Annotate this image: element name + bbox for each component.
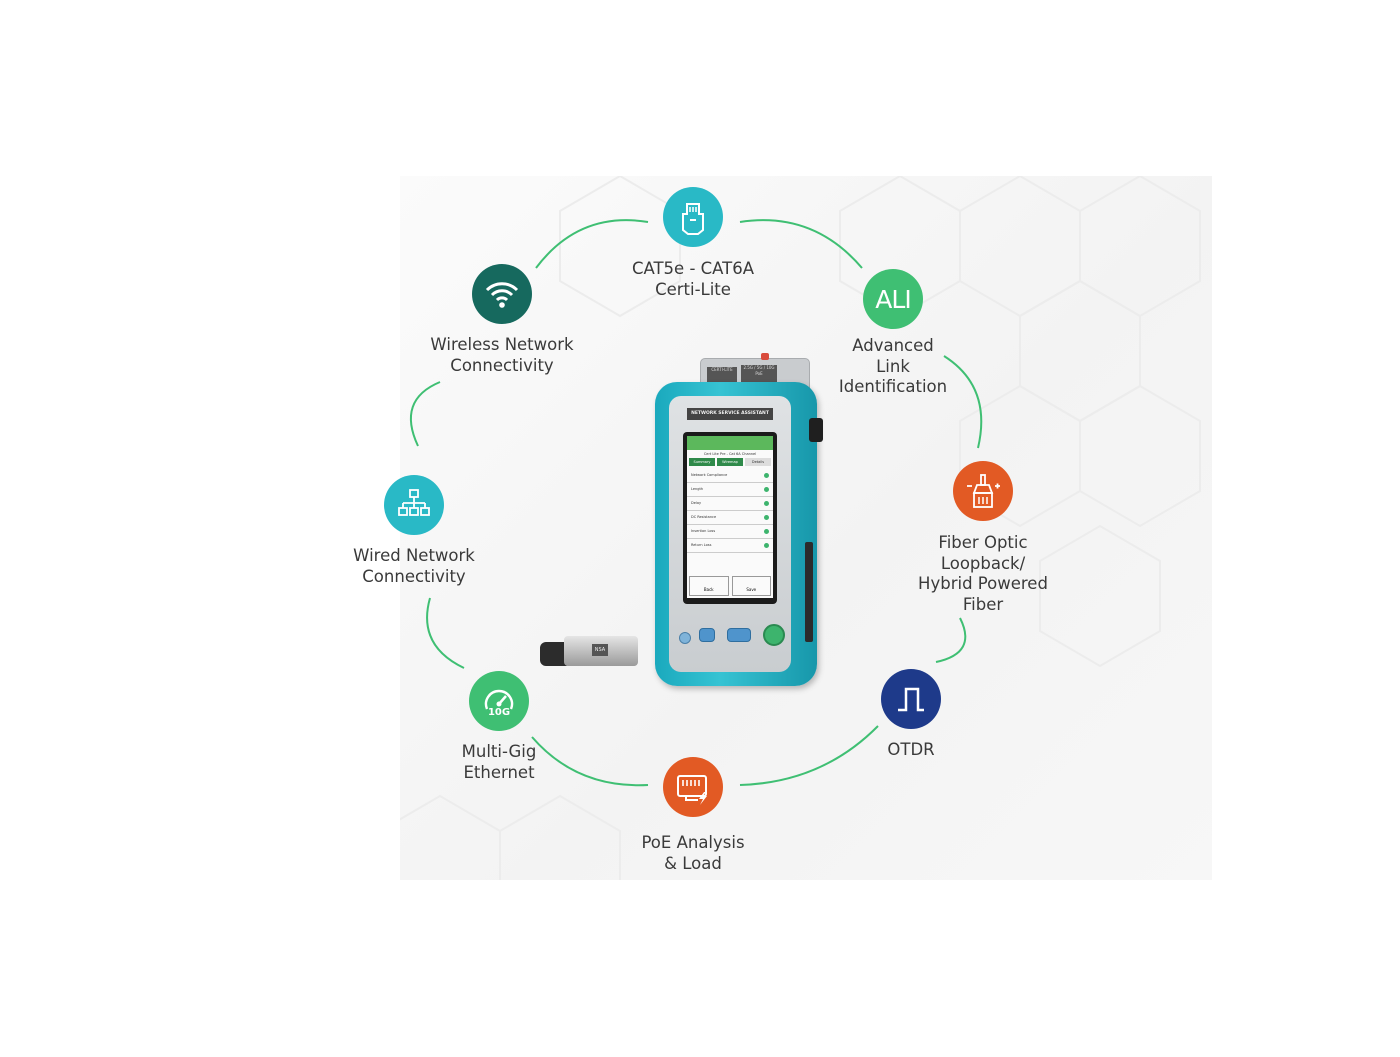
ring-arc xyxy=(739,219,863,269)
test-adapter: NSA xyxy=(540,632,642,672)
screen-back-button[interactable]: Back xyxy=(689,576,729,596)
screen-result-label: Delay xyxy=(691,501,702,505)
network-service-assistant-device: CERTI-LITE 2.5G / 5G / 10G PoE NETWORK S… xyxy=(655,352,827,688)
device-key[interactable] xyxy=(727,628,751,642)
screen-result-row: Insertion Loss xyxy=(687,525,773,539)
ali-icon-text: ALI xyxy=(875,284,911,314)
pass-check-icon xyxy=(764,501,769,506)
device-face: NETWORK SERVICE ASSISTANT Cert Lite Pre … xyxy=(669,396,791,672)
speed-label: 10G xyxy=(487,707,511,718)
ring-arc xyxy=(739,725,879,786)
network-hierarchy-icon-glyph xyxy=(398,489,430,516)
feature-label-ali: Advanced Link Identification xyxy=(838,336,948,396)
adapter-body: NSA xyxy=(564,636,638,666)
feature-label-cat: CAT5e - CAT6A Certi-Lite xyxy=(631,259,755,299)
poe-port-icon-glyph xyxy=(677,775,707,805)
port-label: CERTI-LITE xyxy=(707,367,737,385)
feature-label-wireless: Wireless Network Connectivity xyxy=(430,335,574,375)
screen-result-label: DC Resistance xyxy=(691,515,717,519)
ring-arc xyxy=(935,617,967,663)
pass-check-icon xyxy=(764,543,769,548)
screen-title: Cert Lite Pre - Cat 6A Channel xyxy=(703,452,757,456)
rj45-connector-icon xyxy=(663,187,723,247)
port-label-text: PoE xyxy=(755,371,763,376)
ring-arc xyxy=(535,219,649,269)
screen-result-row: Network Compliance xyxy=(687,469,773,483)
screen-result-row: Return Loss xyxy=(687,539,773,553)
ring-arc xyxy=(409,381,441,447)
pass-check-icon xyxy=(764,515,769,520)
screen-result-label: Network Compliance xyxy=(691,473,728,477)
feature-label-fiber: Fiber Optic Loopback/ Hybrid Powered Fib… xyxy=(918,533,1048,614)
screen-result-label: Return Loss xyxy=(691,543,712,547)
device-keypad xyxy=(679,622,785,652)
screen-tab[interactable]: Summary xyxy=(689,458,715,466)
wifi-icon-glyph xyxy=(485,282,519,308)
ali-icon: ALI xyxy=(863,269,923,329)
power-button[interactable] xyxy=(763,624,785,646)
ring-arc xyxy=(531,736,649,787)
device-key[interactable] xyxy=(699,628,715,642)
feature-label-poe: PoE Analysis & Load xyxy=(641,833,745,873)
ring-arc xyxy=(943,355,983,449)
device-side-slot xyxy=(805,542,813,642)
screen-result-label: Length xyxy=(691,487,704,491)
ring-arc xyxy=(426,597,465,669)
screen-save-button[interactable]: Save xyxy=(731,576,771,596)
screen-tab[interactable]: Details xyxy=(745,458,771,466)
device-key[interactable] xyxy=(679,632,691,644)
screen-result-label: Insertion Loss xyxy=(691,529,716,533)
port-label: 2.5G / 5G / 10G PoE xyxy=(741,365,777,385)
network-hierarchy-icon xyxy=(384,475,444,535)
pass-check-icon xyxy=(764,473,769,478)
screen-status-bar xyxy=(687,436,773,450)
indicator-led xyxy=(761,353,769,360)
screen-result-row: Delay xyxy=(687,497,773,511)
wifi-icon xyxy=(472,264,532,324)
device-side-connector xyxy=(809,418,823,442)
adapter-boot xyxy=(540,642,568,666)
pass-check-icon xyxy=(764,529,769,534)
poe-port-icon xyxy=(663,757,723,817)
device-body: NETWORK SERVICE ASSISTANT Cert Lite Pre … xyxy=(655,382,817,686)
pass-check-icon xyxy=(764,487,769,492)
adapter-label: NSA xyxy=(592,644,608,656)
device-header: NETWORK SERVICE ASSISTANT xyxy=(687,408,773,420)
fiber-connector-icon xyxy=(953,461,1013,521)
feature-label-multigig: Multi-Gig Ethernet xyxy=(461,742,537,782)
screen-result-row: Length xyxy=(687,483,773,497)
speedometer-icon: 10G xyxy=(469,671,529,731)
screen-result-row: DC Resistance xyxy=(687,511,773,525)
feature-label-otdr: OTDR xyxy=(887,740,935,759)
rj45-connector-icon-glyph xyxy=(682,203,704,235)
speedometer-icon-glyph xyxy=(484,689,514,710)
pulse-icon xyxy=(881,669,941,729)
screen-tab[interactable]: Wiremap xyxy=(717,458,743,466)
fiber-connector-icon-glyph xyxy=(967,474,1000,508)
pulse-icon-glyph xyxy=(898,687,924,712)
port-label-text: 2.5G / 5G / 10G xyxy=(743,365,775,370)
feature-label-wired: Wired Network Connectivity xyxy=(353,546,475,586)
screen-button-bar: Back Save xyxy=(689,576,771,596)
